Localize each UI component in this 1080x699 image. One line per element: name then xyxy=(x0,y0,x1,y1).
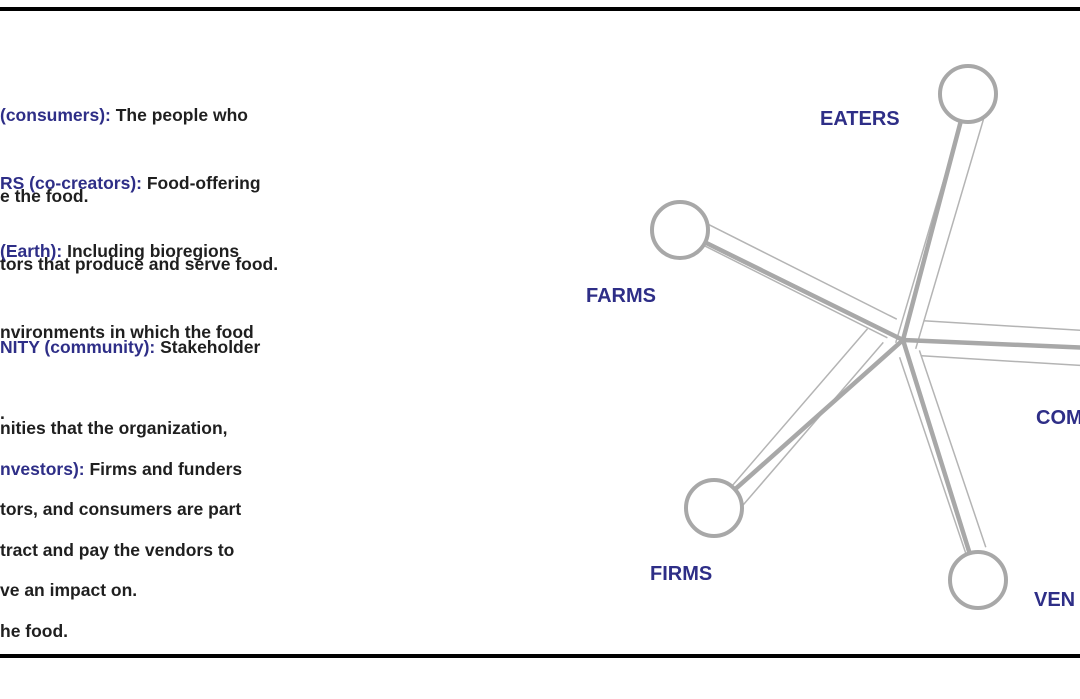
spoke-eaters xyxy=(903,94,968,340)
node-label-vendors: VEN xyxy=(1034,588,1075,612)
node-circle-vendors xyxy=(950,552,1006,608)
node-circle-eaters xyxy=(940,66,996,122)
node-label-firms: FIRMS xyxy=(650,562,712,586)
node-label-farms: FARMS xyxy=(586,284,656,308)
node-circle-farms xyxy=(652,202,708,258)
stakeholder-star-diagram xyxy=(0,0,1080,662)
node-circle-firms xyxy=(686,480,742,536)
node-label-community: COM xyxy=(1036,406,1080,430)
spoke-farms xyxy=(680,230,903,340)
node-label-eaters: EATERS xyxy=(820,107,900,131)
spoke-firms xyxy=(714,340,903,508)
spoke-community xyxy=(903,340,1080,348)
spoke-vendors xyxy=(903,340,978,580)
